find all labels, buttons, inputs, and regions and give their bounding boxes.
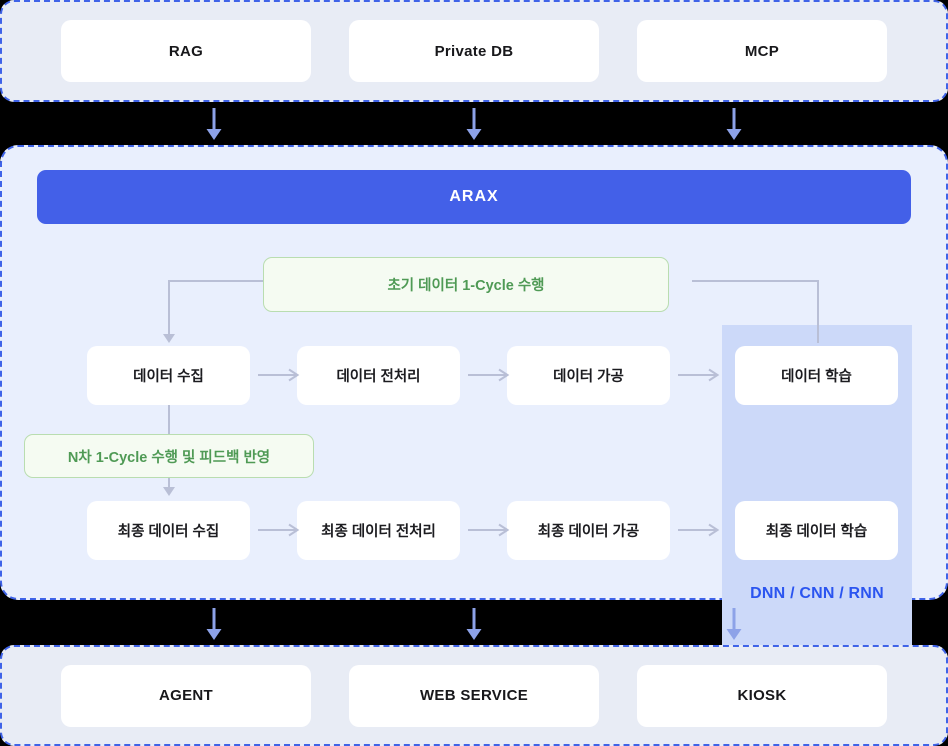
output-card-kiosk-label: KIOSK <box>737 687 787 704</box>
connector-initial-cycle-left-horizontal <box>168 280 265 282</box>
arrow-final-preprocessing-to-processing-icon <box>468 523 510 537</box>
step-data-training[interactable]: 데이터 학습 <box>735 346 898 405</box>
step-final-data-preprocessing[interactable]: 최종 데이터 전처리 <box>297 501 460 560</box>
arax-pipeline-panel: ARAX DNN / CNN / RNN 초기 데이터 1-Cycle 수행 N… <box>0 145 948 727</box>
arrow-final-processing-to-training-icon <box>678 523 720 537</box>
output-layer-band: AGENT WEB SERVICE KIOSK <box>0 645 948 746</box>
output-card-web-service[interactable]: WEB SERVICE <box>349 664 599 727</box>
arrow-final-collection-to-preprocessing-icon <box>258 523 300 537</box>
output-card-agent[interactable]: AGENT <box>61 664 311 727</box>
connector-initial-cycle-left-vertical <box>168 280 170 337</box>
flow-arrow-private-db-icon <box>466 108 482 140</box>
flow-arrow-agent-icon <box>206 608 222 640</box>
step-final-data-training-label: 최종 데이터 학습 <box>765 524 868 540</box>
arrow-processing-to-training-icon <box>678 368 720 382</box>
step-data-training-label: 데이터 학습 <box>781 369 852 385</box>
step-final-data-preprocessing-label: 최종 데이터 전처리 <box>321 524 436 540</box>
step-final-data-collection-label: 최종 데이터 수집 <box>117 524 220 540</box>
step-final-data-processing[interactable]: 최종 데이터 가공 <box>507 501 670 560</box>
source-card-row: RAG Private DB MCP <box>2 2 946 100</box>
step-data-preprocessing-label: 데이터 전처리 <box>336 369 421 385</box>
step-data-collection[interactable]: 데이터 수집 <box>87 346 250 405</box>
arax-banner-label: ARAX <box>449 188 499 205</box>
flow-arrow-rag-icon <box>206 108 222 140</box>
step-data-processing[interactable]: 데이터 가공 <box>507 346 670 405</box>
output-card-agent-label: AGENT <box>159 687 213 704</box>
source-card-mcp[interactable]: MCP <box>637 20 887 82</box>
arrow-preprocessing-to-processing-icon <box>468 368 510 382</box>
connector-initial-cycle-right-vertical <box>817 280 819 343</box>
flow-arrow-web-service-icon <box>466 608 482 640</box>
output-card-web-service-label: WEB SERVICE <box>419 687 529 704</box>
connector-feedback-arrowhead-icon <box>163 487 175 496</box>
connector-initial-cycle-left-arrowhead-icon <box>163 334 175 343</box>
step-final-data-processing-label: 최종 데이터 가공 <box>537 524 640 540</box>
output-card-row: AGENT WEB SERVICE KIOSK <box>2 647 946 744</box>
step-data-processing-label: 데이터 가공 <box>553 369 624 385</box>
flow-arrow-kiosk-icon <box>726 608 742 640</box>
dnn-cnn-rnn-label: DNN / CNN / RNN <box>750 585 884 602</box>
arrow-collection-to-preprocessing-icon <box>258 368 300 382</box>
source-layer-band: RAG Private DB MCP <box>0 0 948 102</box>
connector-initial-cycle-right-horizontal <box>692 280 819 282</box>
arax-banner[interactable]: ARAX <box>37 170 911 224</box>
source-card-rag-label: RAG <box>168 42 204 60</box>
annotation-nth-cycle: N차 1-Cycle 수행 및 피드백 반영 <box>24 434 314 478</box>
step-final-data-training[interactable]: 최종 데이터 학습 <box>735 501 898 560</box>
annotation-initial-cycle-label: 초기 데이터 1-Cycle 수행 <box>387 278 545 294</box>
source-card-mcp-label: MCP <box>744 42 780 60</box>
output-card-kiosk[interactable]: KIOSK <box>637 664 887 727</box>
annotation-initial-cycle: 초기 데이터 1-Cycle 수행 <box>263 257 669 312</box>
step-data-collection-label: 데이터 수집 <box>133 369 204 385</box>
source-card-rag[interactable]: RAG <box>61 20 311 82</box>
annotation-nth-cycle-label: N차 1-Cycle 수행 및 피드백 반영 <box>67 449 271 466</box>
source-card-private-db-label: Private DB <box>434 42 514 60</box>
step-data-preprocessing[interactable]: 데이터 전처리 <box>297 346 460 405</box>
source-card-private-db[interactable]: Private DB <box>349 20 599 82</box>
flow-arrow-mcp-icon <box>726 108 742 140</box>
step-final-data-collection[interactable]: 최종 데이터 수집 <box>87 501 250 560</box>
